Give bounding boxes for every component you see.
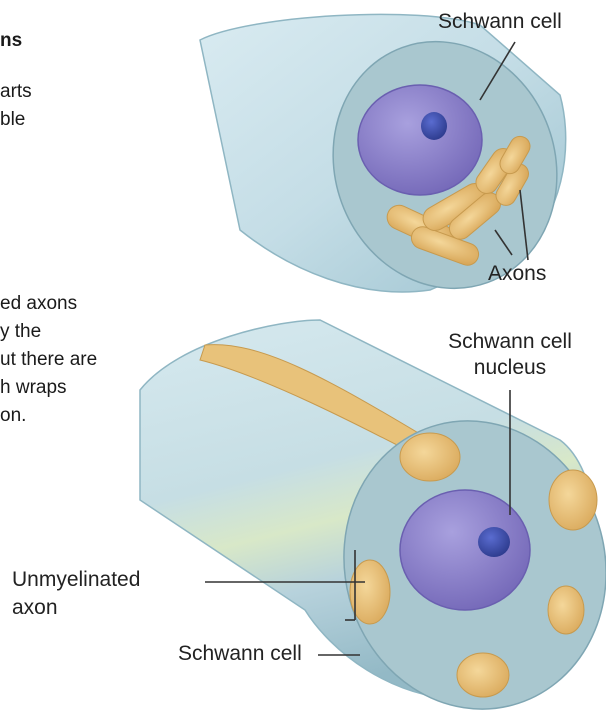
top-nucleolus [421, 112, 447, 140]
label-axons: Axons [488, 262, 546, 286]
top-nucleus [358, 85, 482, 195]
label-unmyelinated-line2: axon [12, 596, 58, 620]
bottom-nucleolus [478, 527, 510, 557]
label-nucleus-line2: nucleus [420, 356, 600, 380]
label-top-schwann-cell: Schwann cell [438, 10, 562, 34]
label-nucleus-line1: Schwann cell [420, 330, 600, 354]
label-unmyelinated-line1: Unmyelinated [12, 568, 140, 592]
label-bottom-schwann-cell: Schwann cell [178, 642, 302, 666]
